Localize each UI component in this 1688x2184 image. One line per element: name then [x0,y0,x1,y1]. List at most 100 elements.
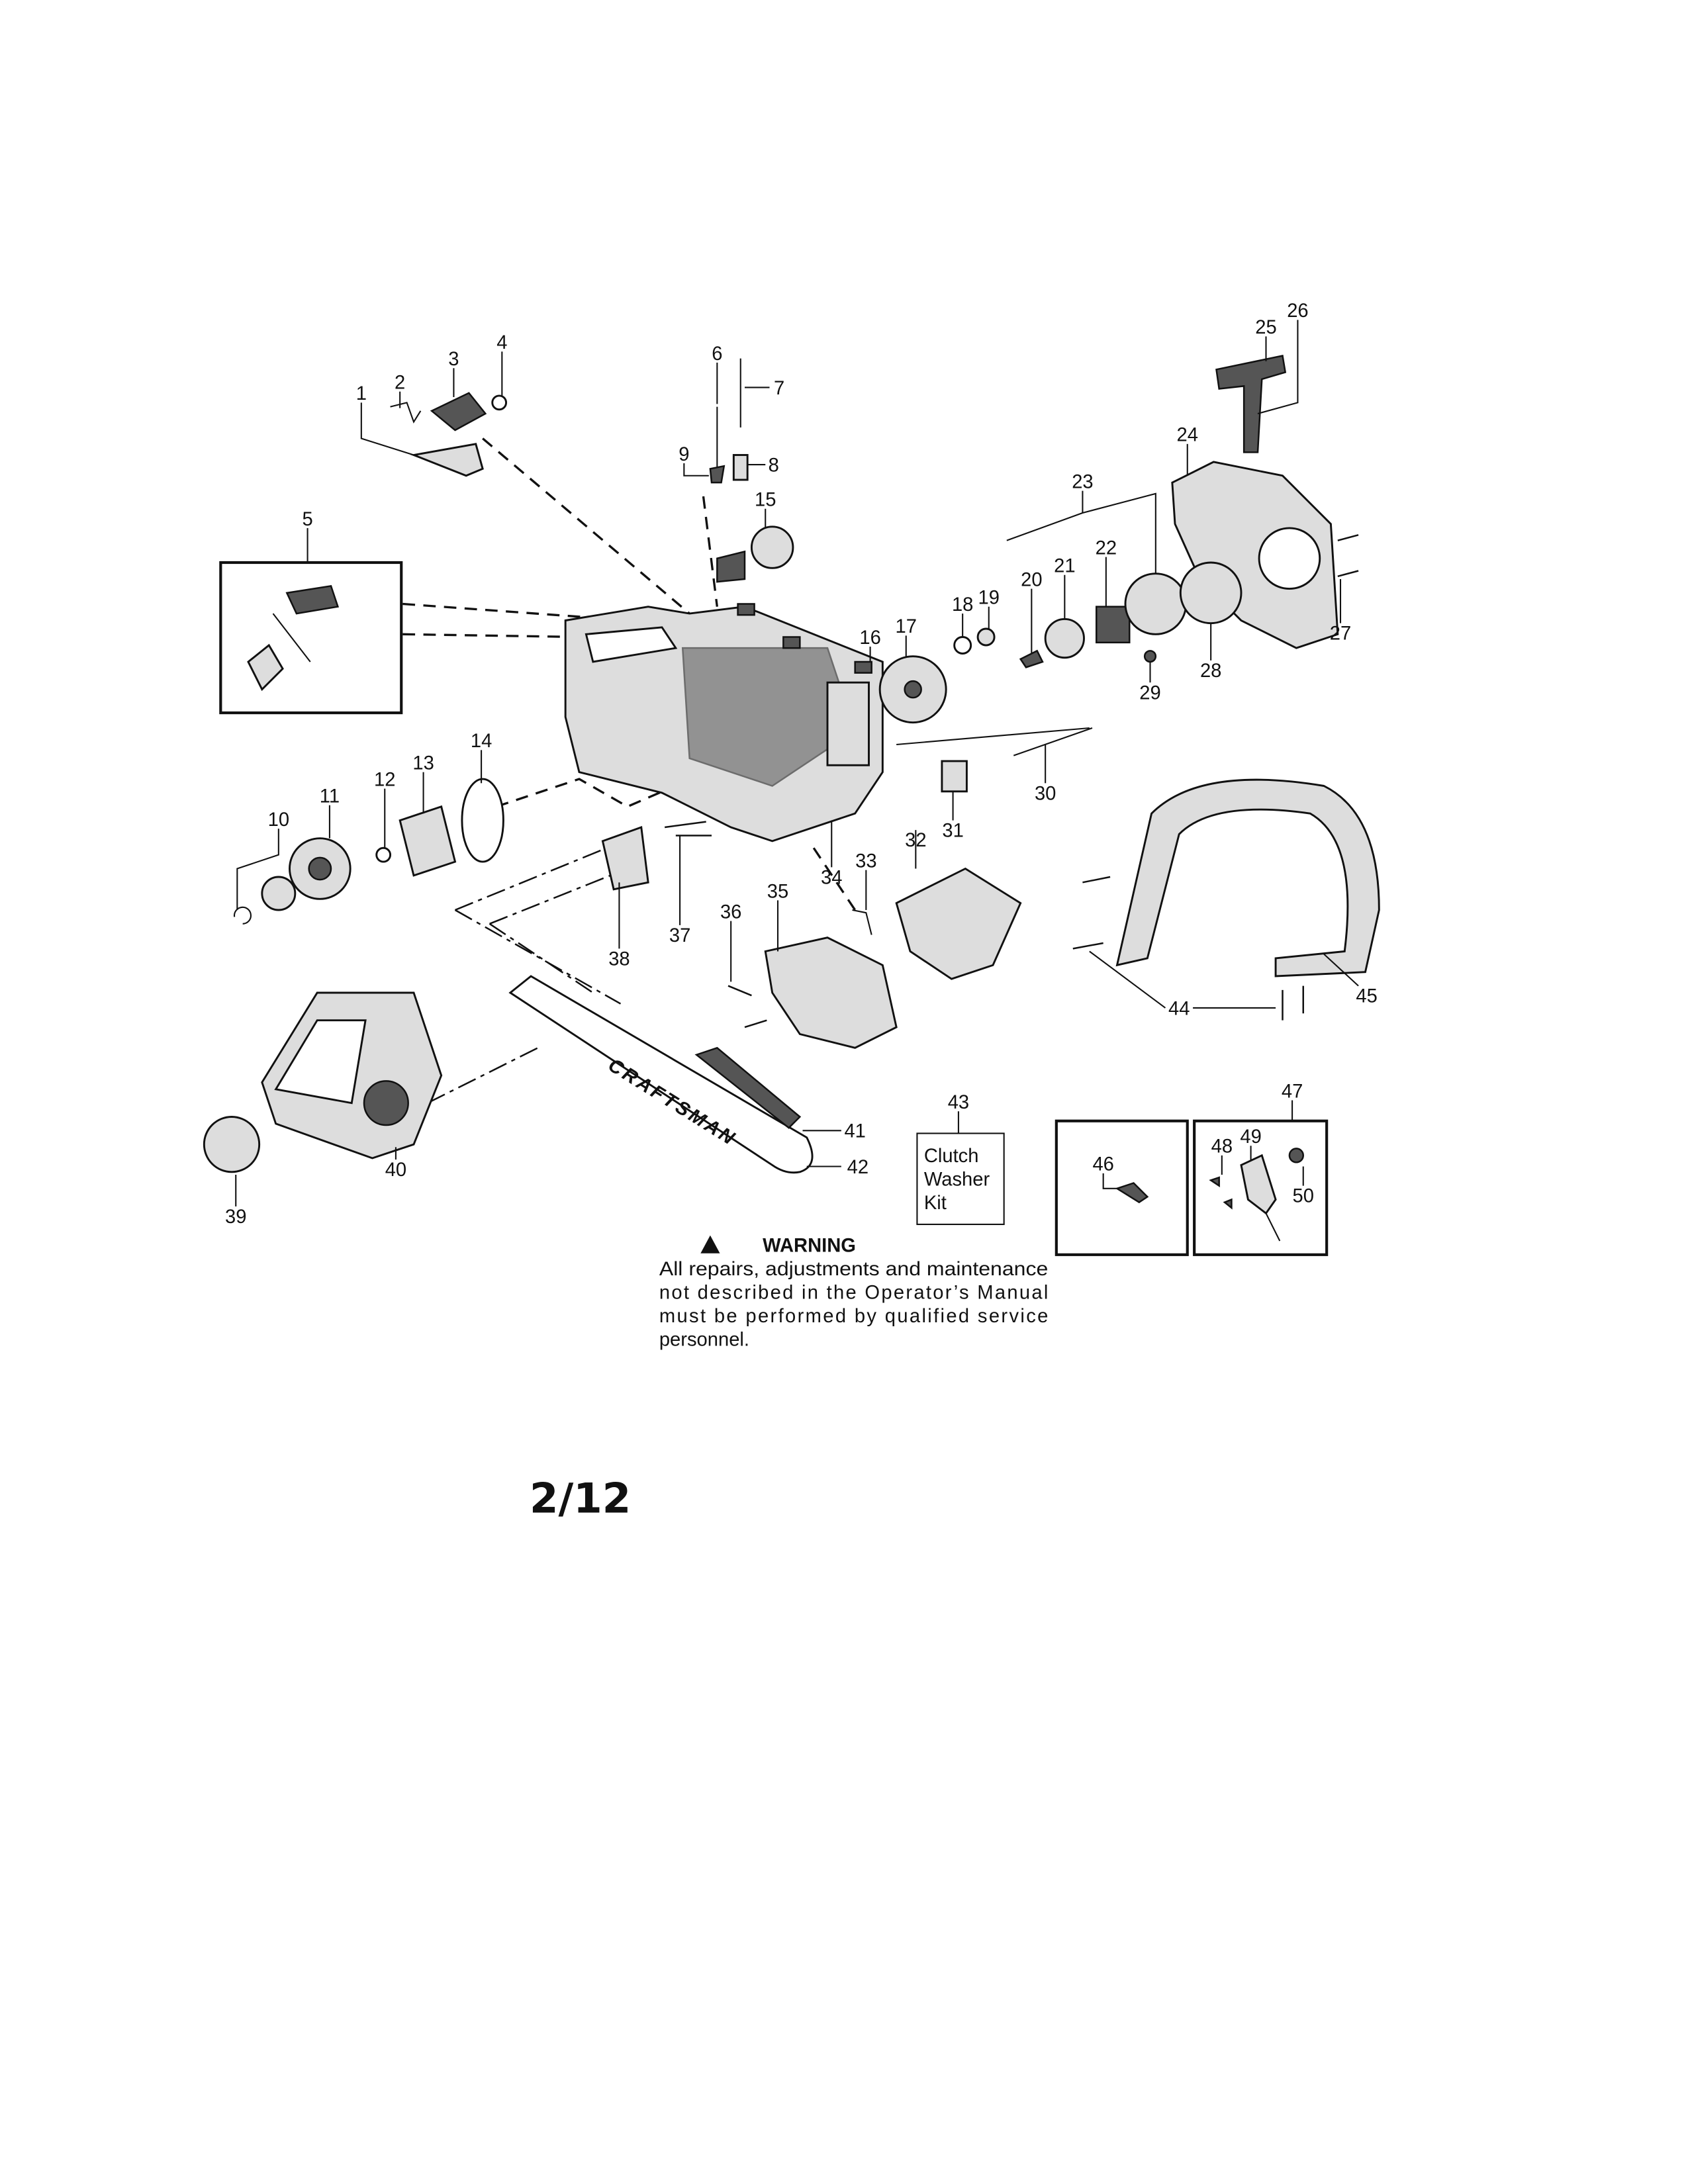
part-32-chain-brake [895,867,1022,980]
part-28-spring [1179,561,1243,625]
part-33 [852,909,872,935]
part-29 [1143,650,1157,663]
part-label-5: 5 [302,509,312,530]
part-10-clip [233,906,252,925]
kit-line-2: Washer [924,1169,990,1191]
part-label-19: 19 [978,588,1000,609]
part-label-29: 29 [1139,682,1160,704]
part-41-chain [694,1046,802,1129]
warning-line-1: All repairs, adjustments and maintenance [659,1259,1049,1280]
warning-triangle-icon [700,1235,720,1253]
clutch-washer-kit-box [916,1132,1005,1226]
part-label-30: 30 [1035,783,1056,804]
part-label-40: 40 [385,1160,406,1181]
page-number: 2/12 [530,1474,631,1522]
part-label-8: 8 [769,455,779,477]
part-label-37: 37 [669,925,690,946]
part-label-47: 47 [1282,1081,1303,1102]
part-label-21: 21 [1054,556,1075,577]
part-47-box [1193,1119,1329,1256]
part-label-25: 25 [1255,317,1276,338]
part-label-22: 22 [1096,538,1117,559]
part-2-spring [390,402,422,424]
part-14-plate [461,778,504,863]
part-label-23: 23 [1072,472,1093,493]
part-label-17: 17 [896,616,917,637]
leader-lines [235,320,1359,1206]
part-25-handle [1215,355,1287,453]
part-label-4: 4 [496,332,507,353]
part-label-35: 35 [767,881,788,902]
part-label-44: 44 [1168,998,1190,1019]
part-label-2: 2 [395,373,405,394]
part-1-lever [410,443,484,477]
kit-line-3: Kit [924,1193,947,1214]
part-49-oil-pump [1240,1154,1277,1215]
part-label-11: 11 [320,786,340,807]
part-37-bolts [665,821,712,837]
part-label-48: 48 [1211,1136,1233,1158]
part-label-28: 28 [1200,660,1221,682]
part-31 [941,760,968,793]
part-18-washer [953,636,972,655]
part-39-knob [203,1116,261,1173]
part-4-ring [491,394,508,411]
part-5-trigger [285,585,340,615]
part-label-39: 39 [225,1206,246,1228]
part-label-12: 12 [374,770,395,791]
part-35-brake [764,936,898,1049]
part-label-34: 34 [821,867,842,888]
part-label-38: 38 [608,948,630,970]
part-8-filter [732,454,749,481]
part-label-33: 33 [855,850,876,872]
part-label-9: 9 [679,444,689,465]
warning-line-4: personnel. [659,1329,749,1350]
part-label-1: 1 [356,383,367,404]
part-19-nut [976,627,996,647]
part-label-45: 45 [1356,986,1377,1007]
part-12-washer [375,846,392,863]
warning-line-2: not described in the Operator’s Manual [659,1283,1049,1304]
part-46-box [1055,1119,1189,1256]
part-shapes: CRAFTSMAN [203,355,1380,1242]
part-48 [1209,1176,1233,1210]
part-24-starter-housing [1171,461,1339,649]
part-46 [1115,1182,1149,1204]
part-label-50: 50 [1293,1186,1314,1207]
part-23-gear [1124,572,1188,635]
part-27-screw [1337,534,1359,578]
part-label-46: 46 [1092,1154,1113,1175]
part-label-13: 13 [412,753,434,774]
part-13-clutch [399,805,457,877]
part-44-bolts [1072,876,1305,1021]
part-label-20: 20 [1021,569,1042,590]
part-36-screws [727,985,767,1028]
part-45-front-handle [1115,778,1380,978]
part-10-washer [261,876,297,911]
warning-heading: WARNING [763,1236,856,1257]
part-15-cap [750,525,794,569]
part-label-15: 15 [755,490,776,511]
warning-line-3: must be performed by qualified service [659,1306,1048,1327]
part-label-14: 14 [471,731,492,752]
part-label-42: 42 [847,1157,868,1178]
part-label-27: 27 [1330,623,1351,645]
warning-notice: WARNING All repairs, adjustments and mai… [659,1235,1049,1350]
part-label-43: 43 [948,1092,969,1113]
part-label-24: 24 [1177,425,1198,446]
part-label-32: 32 [905,830,926,851]
part-3-throttle [430,392,487,432]
part-label-6: 6 [712,343,722,365]
part-label-41: 41 [844,1121,865,1142]
part-label-26: 26 [1287,300,1308,322]
part-5-box [219,561,403,715]
part-label-36: 36 [720,902,741,923]
part-21-pulley [1044,617,1085,659]
part-9 [709,465,726,484]
part-label-10: 10 [268,809,289,831]
part-label-16: 16 [859,627,880,649]
kit-line-1: Clutch [924,1146,979,1167]
part-50 [1288,1148,1305,1163]
